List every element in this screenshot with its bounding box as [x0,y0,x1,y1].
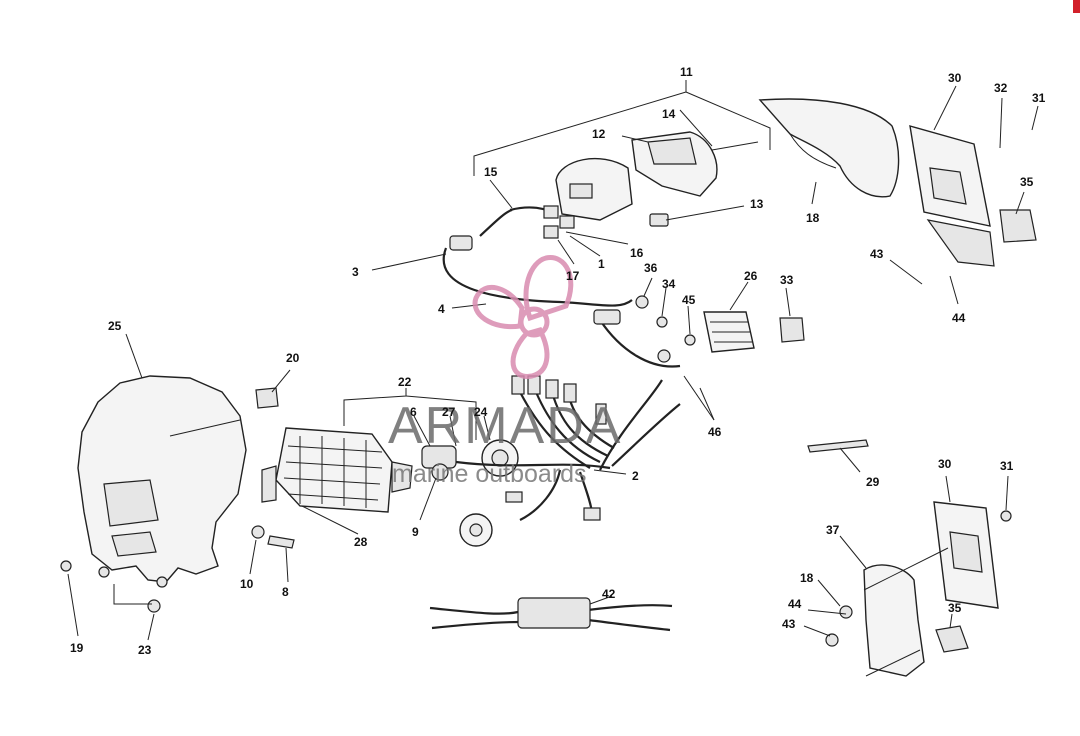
part-label: 6 [410,405,417,419]
part-label: 32 [994,81,1008,95]
part-label: 22 [398,375,412,389]
part-label: 15 [484,165,498,179]
fairing-hardware [60,387,295,613]
part-label: 28 [354,535,368,549]
part-label: 30 [938,457,952,471]
propeller-logo [472,255,574,379]
headlight-fairing [77,375,247,588]
plate-bracket-bottom [825,501,1012,677]
part-label: 23 [138,643,152,657]
part-label: 26 [744,269,758,283]
part-label: 44 [952,311,966,325]
cable-assembly [429,597,673,632]
rear-fender-top [758,98,900,198]
wiring-harness [455,375,681,521]
part-label: 10 [240,577,254,591]
part-label: 14 [662,107,676,121]
watermark-tagline: marine outboards [392,460,587,488]
part-label: 19 [70,641,84,655]
part-label: 31 [1000,459,1014,473]
part-label: 27 [442,405,456,419]
leader-lines [67,80,1039,677]
speedometer-cable [442,235,681,368]
part-label: 25 [108,319,122,333]
part-label: 44 [788,597,802,611]
part-label: 18 [806,211,820,225]
part-label: 17 [566,269,580,283]
part-label: 13 [750,197,764,211]
part-label: 24 [474,405,488,419]
corner-marker [1073,0,1080,13]
part-label: 30 [948,71,962,85]
part-label: 12 [592,127,606,141]
part-label: 33 [780,273,794,287]
part-label: 20 [286,351,300,365]
part-label: 1 [598,257,605,271]
part-label: 18 [800,571,814,585]
part-labels: 11 14 12 15 13 16 1 17 3 4 36 34 45 26 3… [70,65,1046,657]
part-label: 36 [644,261,658,275]
light-strip [807,439,869,453]
part-label: 4 [438,302,445,316]
regulator-relay [635,295,805,363]
part-label: 34 [662,277,676,291]
plate-bracket-top [909,125,1037,267]
bulb-sockets [421,439,519,547]
part-label: 16 [630,246,644,260]
part-label: 42 [602,587,616,601]
part-label: 9 [412,525,419,539]
part-label: 45 [682,293,696,307]
part-label: 11 [680,65,693,79]
part-label: 43 [782,617,796,631]
part-label: 43 [870,247,884,261]
watermark: ARMADA marine outboards [388,255,622,488]
watermark-brand: ARMADA [388,397,622,455]
part-label: 46 [708,425,722,439]
part-label: 35 [1020,175,1034,189]
instrument-cluster [479,131,759,239]
part-label: 29 [866,475,880,489]
part-label: 31 [1032,91,1046,105]
headlight-unit [261,427,413,513]
part-label: 2 [632,469,639,483]
part-label: 37 [826,523,840,537]
part-label: 35 [948,601,962,615]
part-label: 8 [282,585,289,599]
part-label: 3 [352,265,359,279]
